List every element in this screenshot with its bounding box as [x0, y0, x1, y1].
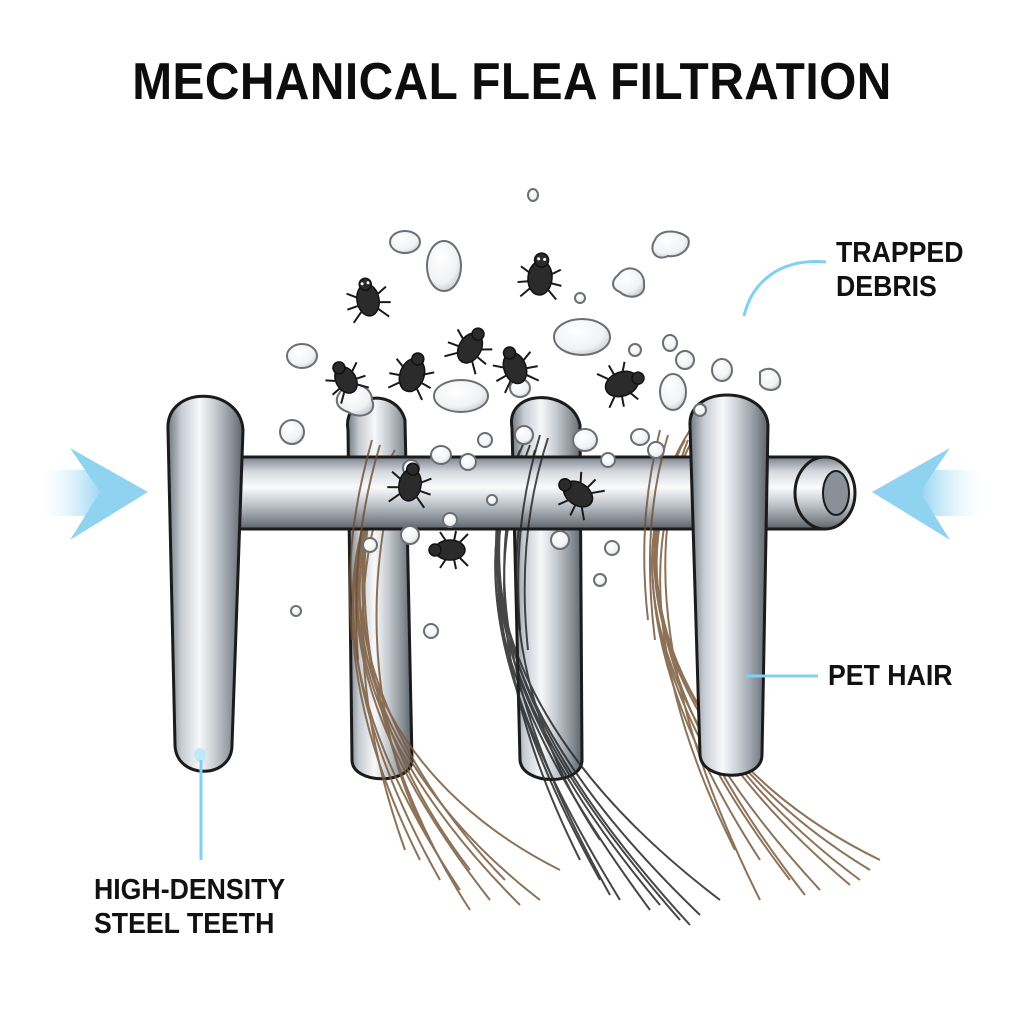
flea-icon [517, 252, 562, 301]
diagram-title: MECHANICAL FLEA FILTRATION [132, 53, 892, 111]
label-pet-hair: PET HAIR [828, 659, 953, 693]
flea-icon [492, 346, 540, 394]
steel-tooth [688, 393, 770, 777]
steel-tooth [510, 396, 584, 781]
flea-icon [346, 277, 391, 324]
label-steel-teeth: HIGH-DENSITY STEEL TEETH [94, 873, 285, 941]
flea-icon [387, 352, 435, 401]
flea-icon [428, 530, 469, 570]
label-line: PET HAIR [828, 660, 953, 692]
label-line: STEEL TEETH [94, 908, 275, 940]
flea-icon [387, 462, 432, 509]
flea-icon [444, 327, 493, 375]
compression-arrow-left-icon [40, 448, 148, 540]
leader-line-debris [742, 260, 827, 317]
label-line: DEBRIS [836, 271, 937, 303]
fleas [325, 252, 645, 570]
flea-icon [557, 471, 605, 521]
compression-arrow-right-icon [872, 448, 984, 540]
label-line: TRAPPED [836, 237, 964, 269]
debris-particles [279, 188, 782, 639]
flea-icon [596, 361, 645, 409]
flea-icon [325, 361, 370, 404]
label-line: HIGH-DENSITY [94, 874, 286, 906]
label-trapped-debris: TRAPPED DEBRIS [836, 236, 963, 304]
steel-tooth [166, 394, 245, 773]
